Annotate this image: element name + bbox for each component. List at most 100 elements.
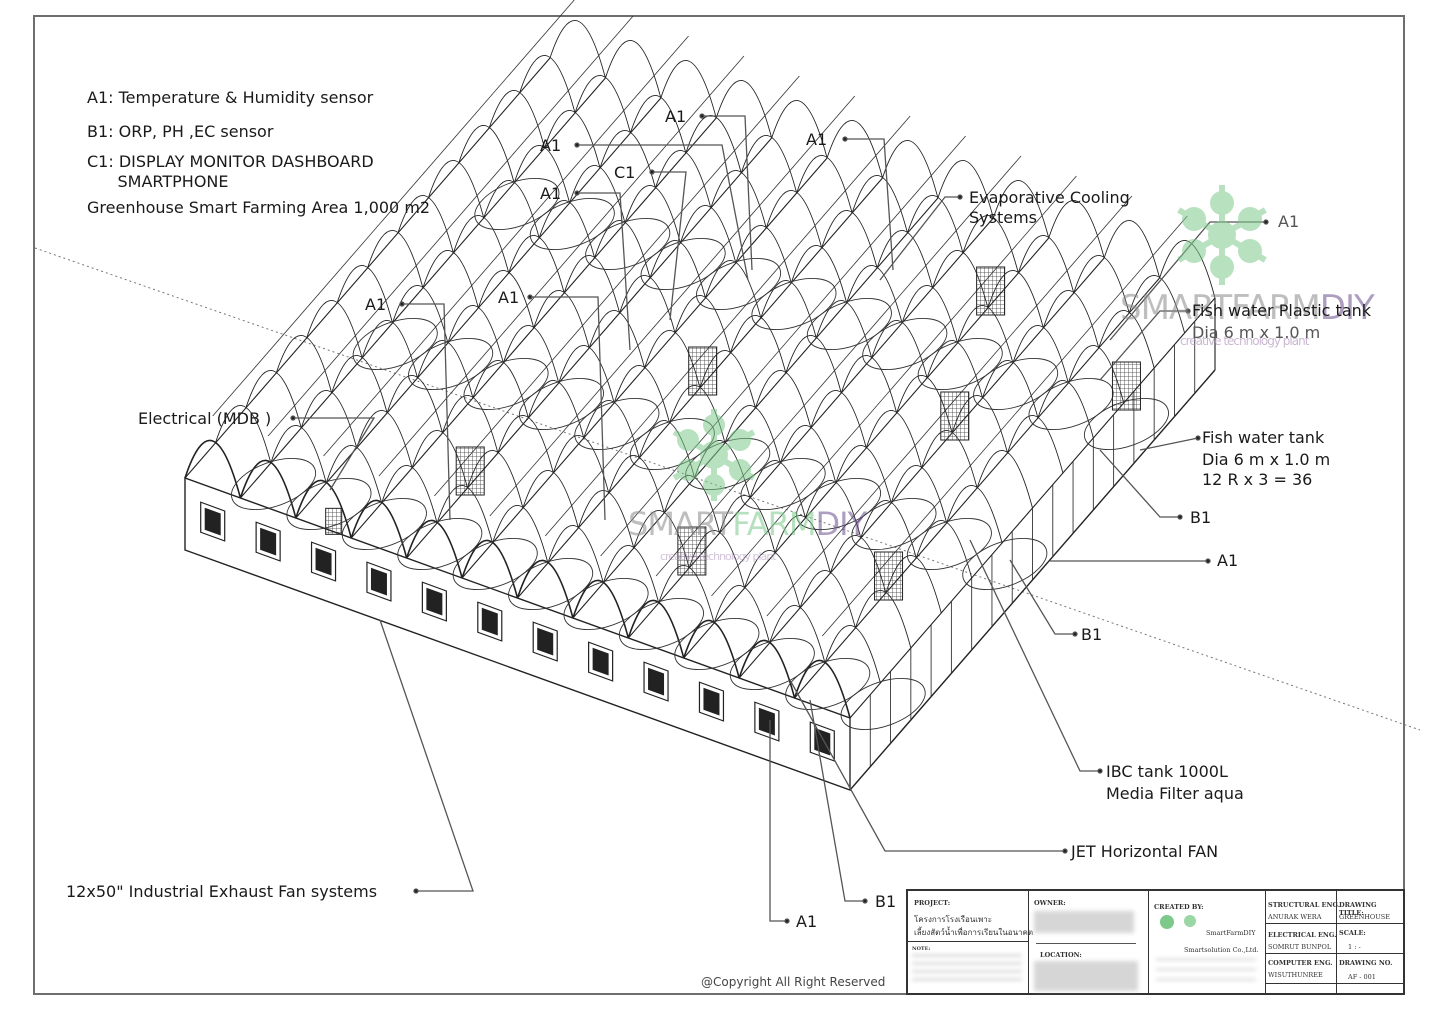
ridge-line bbox=[378, 55, 745, 477]
arch-rib bbox=[392, 285, 449, 344]
arch-rib bbox=[760, 280, 817, 339]
ibc-filter-tank bbox=[976, 266, 1006, 316]
exhaust-fan-louver bbox=[758, 707, 775, 736]
ridge-line bbox=[544, 115, 911, 537]
leader-dot bbox=[1263, 219, 1269, 225]
arch-rib bbox=[793, 659, 851, 719]
copyright-notice: @Copyright All Right Reserved bbox=[701, 975, 886, 989]
arch-rib bbox=[422, 250, 479, 309]
arch-rib bbox=[1048, 200, 1105, 259]
arch-rib bbox=[577, 490, 635, 549]
arch-rib bbox=[769, 605, 826, 664]
arch-rib bbox=[810, 390, 867, 449]
arch-rib bbox=[1007, 415, 1064, 474]
arch-rib bbox=[569, 165, 626, 224]
callout-fish-tank: Fish water tank bbox=[1202, 428, 1325, 447]
leader-dot bbox=[574, 142, 580, 148]
location-label: LOCATION: bbox=[1040, 951, 1082, 959]
arch-rib bbox=[483, 180, 540, 239]
leader-line bbox=[1009, 559, 1075, 635]
fish-tank bbox=[806, 297, 892, 351]
company-name: SmartFarmDIY bbox=[1206, 929, 1256, 937]
arch-rib bbox=[513, 145, 571, 204]
leader-dot bbox=[842, 136, 848, 142]
callout-a1: A1 bbox=[498, 288, 520, 307]
arch-rib bbox=[1012, 325, 1069, 384]
leader-dot bbox=[1097, 768, 1103, 774]
arch-rib bbox=[724, 405, 781, 464]
drawing-no-label: DRAWING NO. bbox=[1339, 959, 1393, 967]
arch-rib bbox=[915, 520, 973, 579]
arch-rib bbox=[976, 450, 1033, 509]
owner-label: OWNER: bbox=[1034, 899, 1066, 907]
arch-rib bbox=[744, 550, 801, 609]
leader-dot bbox=[784, 918, 790, 924]
drawing-title: GREENHOUSE bbox=[1339, 913, 1390, 921]
company-name-2: Smartsolution Co.,Ltd. bbox=[1184, 946, 1259, 954]
fish-tank bbox=[751, 277, 837, 331]
exhaust-fan-louver bbox=[537, 627, 554, 656]
scale-label: SCALE: bbox=[1339, 929, 1366, 937]
arch-rib bbox=[497, 415, 554, 474]
arch-rib bbox=[907, 195, 964, 254]
fish-tank bbox=[397, 517, 483, 571]
arch-rib bbox=[796, 155, 853, 214]
arch-rib bbox=[516, 559, 574, 619]
callout-a1: A1 bbox=[1278, 212, 1300, 231]
arch-rib bbox=[821, 210, 878, 269]
arch-rib bbox=[835, 445, 892, 504]
leader-dot bbox=[1205, 558, 1211, 564]
leader-line bbox=[1099, 449, 1180, 518]
arch-rib bbox=[629, 95, 687, 154]
callout-evaporative-cooling-cont: Systems bbox=[969, 208, 1037, 227]
arch-rib bbox=[882, 140, 939, 199]
leader-line bbox=[702, 115, 753, 271]
arch-rib bbox=[350, 499, 408, 559]
fish-tank bbox=[474, 177, 560, 231]
fish-tank bbox=[962, 537, 1048, 591]
arch-rib bbox=[1103, 220, 1161, 279]
arch-rib bbox=[851, 175, 908, 234]
company-logo-icon bbox=[1160, 915, 1174, 929]
arch-rib bbox=[713, 585, 771, 644]
callout-a1: A1 bbox=[1217, 551, 1239, 570]
callout-jet-fan: JET Horizontal FAN bbox=[1071, 842, 1219, 861]
arch-rib bbox=[729, 315, 787, 374]
fish-tank bbox=[452, 537, 538, 591]
fish-tank bbox=[851, 497, 937, 551]
structural-eng-name: ANURAK WERA bbox=[1268, 913, 1322, 921]
callout-c1: C1 bbox=[614, 163, 636, 182]
callout-electrical-mdb: Electrical (MDB ) bbox=[138, 409, 272, 428]
title-block: PROJECT: โครงการโรงเรือนเพาะ เลี้ยงสัตว์… bbox=[906, 889, 1405, 995]
gutter-line bbox=[240, 77, 606, 499]
arch-rib bbox=[682, 619, 740, 679]
ridge-line bbox=[711, 175, 1077, 597]
arch-rib bbox=[719, 495, 776, 554]
arch-rib bbox=[442, 395, 499, 454]
leader-line bbox=[577, 192, 631, 351]
fish-tank bbox=[563, 577, 649, 631]
arch-rib bbox=[1128, 275, 1186, 334]
arch-rib bbox=[613, 365, 671, 424]
arch-rib bbox=[710, 170, 767, 229]
fish-tank bbox=[1028, 377, 1114, 431]
arch-rib bbox=[472, 360, 529, 419]
arch-rib bbox=[214, 405, 272, 464]
company-address bbox=[1156, 959, 1256, 983]
fish-tank bbox=[917, 337, 1003, 391]
gutter-line bbox=[295, 97, 662, 519]
arch-rib bbox=[492, 505, 549, 564]
exhaust-fan-louver bbox=[260, 527, 277, 556]
ibc-filter-tank bbox=[677, 526, 707, 576]
watermark-tagline: creative technology plant bbox=[1180, 334, 1309, 348]
arch-rib bbox=[588, 310, 646, 369]
arch-rib bbox=[674, 295, 731, 354]
computer-eng-name: WISUTHUNREE bbox=[1268, 971, 1323, 979]
fish-tank bbox=[585, 217, 671, 271]
ridge-line bbox=[212, 0, 575, 417]
arch-rib bbox=[624, 185, 681, 244]
ibc-filter-tank bbox=[1111, 361, 1141, 411]
arch-rib bbox=[549, 20, 606, 79]
callout-a1: A1 bbox=[796, 912, 818, 931]
legend-b1: B1: ORP, PH ,EC sensor bbox=[87, 122, 274, 141]
